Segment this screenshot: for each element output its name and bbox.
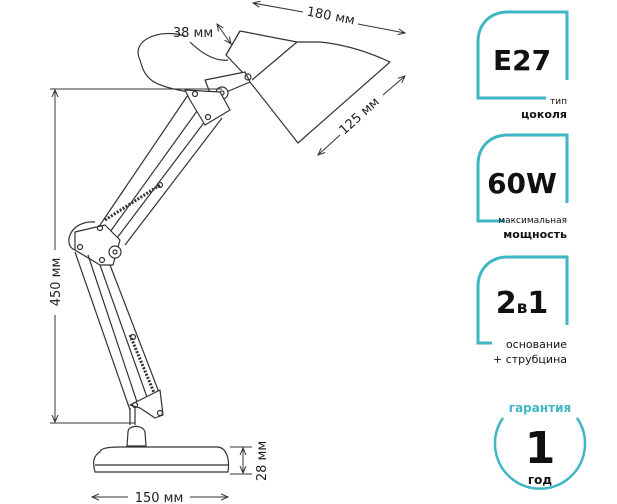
lamp-base	[93, 446, 230, 473]
dimension-base-width: 150 мм	[135, 491, 184, 504]
warranty-number: 1	[525, 423, 556, 474]
badge-value-main: 2	[496, 286, 517, 321]
badge-caption-bottom: цоколя	[521, 108, 567, 121]
dimension-shade-length: 180 мм	[305, 5, 356, 29]
badge-caption-top: максимальная	[498, 216, 567, 226]
badge-caption-bottom: + струбцина	[493, 353, 567, 366]
badge-frame	[476, 10, 569, 100]
badge-power: 60W максимальная мощность	[476, 133, 569, 241]
badge-caption-top: основание	[506, 338, 567, 351]
upper-spring	[104, 183, 161, 222]
lamp-stem	[129, 408, 136, 425]
upper-arm	[99, 91, 223, 246]
badge-frame	[476, 133, 569, 223]
badge-value-mid: в	[517, 298, 528, 318]
badge-caption-bottom: мощность	[503, 228, 567, 241]
lamp-shade	[225, 30, 391, 144]
warranty-seal: гарантия 1 год	[493, 401, 587, 490]
badge-value: 2в1	[496, 286, 549, 321]
dimension-height: 450 мм	[49, 258, 64, 307]
badge-value: E27	[493, 44, 551, 77]
dimension-lines	[50, 3, 405, 497]
dimension-neck-diameter: 38 мм	[173, 26, 213, 41]
power-cable	[137, 32, 191, 93]
lamp-drawing	[68, 30, 391, 473]
badge-value: 60W	[487, 167, 557, 200]
warranty-top: гарантия	[509, 401, 571, 415]
badge-caption-top: тип	[550, 97, 567, 107]
badge-socket: E27 тип цоколя	[476, 10, 569, 121]
warranty-bottom: год	[528, 473, 553, 487]
badge-mount: 2в1 основание + струбцина	[476, 255, 569, 366]
badge-frame	[476, 255, 569, 345]
dimension-base-height: 28 мм	[255, 441, 270, 481]
lower-spring	[128, 334, 157, 396]
badge-value-end: 1	[527, 286, 548, 321]
lower-arm	[74, 251, 161, 411]
